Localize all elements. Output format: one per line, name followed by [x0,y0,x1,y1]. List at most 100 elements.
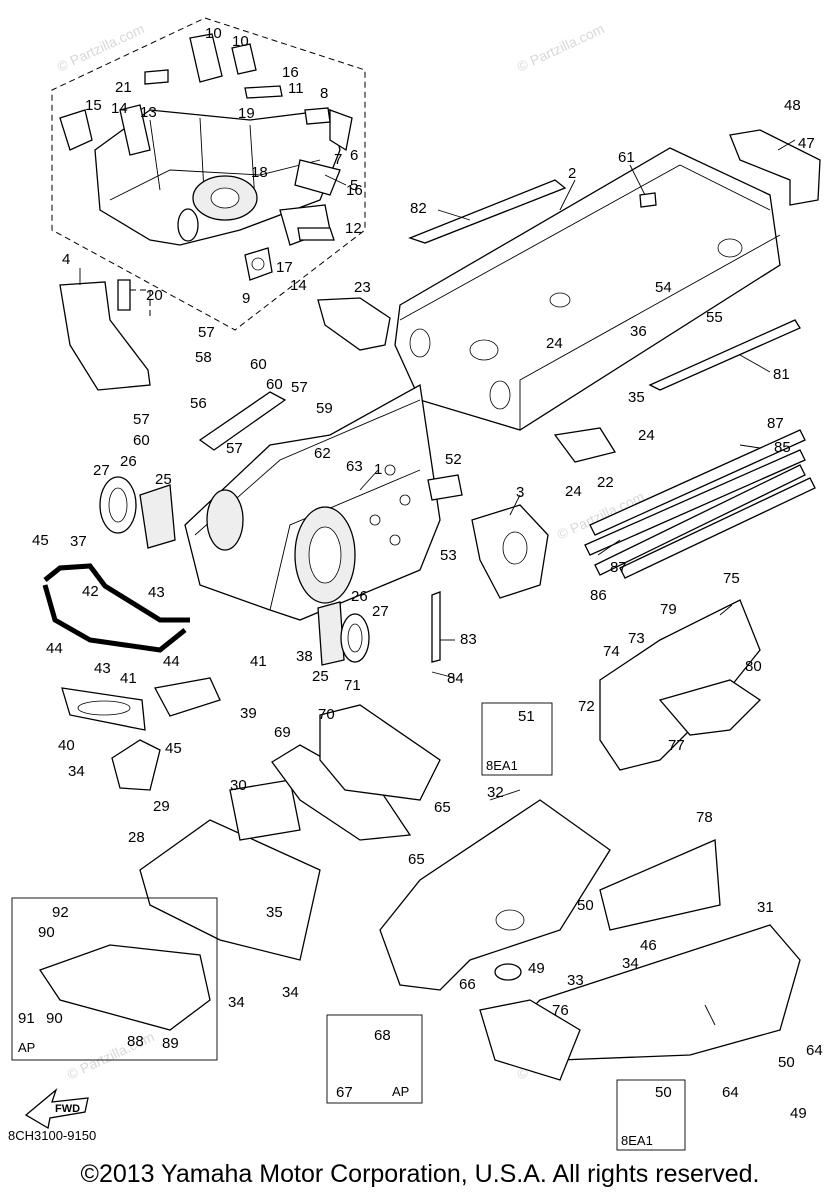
part-number: 44 [163,653,180,670]
part-number: 30 [230,777,247,794]
cowl-77-80 [658,679,762,736]
part-number: 16 [346,182,363,199]
part-number: 50 [655,1084,672,1101]
part-number: 34 [282,984,299,1001]
copyright-footer: ©2013 Yamaha Motor Corporation, U.S.A. A… [80,1160,760,1188]
part-number: 25 [155,471,172,488]
part-number: 35 [266,904,283,921]
part-number: 41 [250,653,267,670]
inset-box-ap-right [326,1014,423,1104]
part-number: 76 [552,1002,569,1019]
brace-56 [198,391,287,451]
part-number: 39 [240,705,257,722]
part-number: 68 [374,1027,391,1044]
part-number: 5 [350,177,358,194]
rod-20 [117,279,131,311]
part-number: 52 [445,451,462,468]
part-number: 49 [790,1105,807,1122]
bracket-29 [111,739,161,791]
part-number: 56 [190,395,207,412]
bracket-23 [317,297,391,351]
part-number: 43 [148,584,165,601]
bumper-37-lower [42,584,187,653]
part-number: 88 [127,1033,144,1050]
part-number: 77 [668,737,685,754]
panel-76 [479,999,581,1081]
part-number: 70 [318,706,335,723]
exploded-parts-diagram: © Partzilla.com © Partzilla.com © Partzi… [11,17,823,1151]
main-frame-1 [184,383,441,621]
part-number: 43 [94,660,111,677]
bracket-4 [59,281,151,391]
part-number: 49 [528,960,545,977]
part-number: 57 [226,440,243,457]
part-number: 87 [610,559,627,576]
box-label-ap: AP [18,1040,35,1055]
panel-88 [38,944,211,1031]
part-number: 64 [722,1084,739,1101]
part-number: 16 [282,64,299,81]
strip-82 [408,179,567,244]
part-number: 48 [784,97,801,114]
drawing-code: 8CH3100-9150 [8,1128,97,1143]
part-number: 21 [115,79,132,96]
part-number: 24 [546,335,563,352]
part-number: 15 [85,97,102,114]
part-number: 79 [660,601,677,618]
part-number: 84 [447,670,464,687]
front-frame-subassembly [59,33,353,281]
part-number: 86 [590,587,607,604]
inset-box-8ea1-bottom [616,1079,686,1151]
tunnel-2 [394,147,781,431]
panel-78 [599,839,721,931]
part-number: 82 [410,200,427,217]
part-number: 87 [767,415,784,432]
part-number: 38 [296,648,313,665]
part-number: 27 [372,603,389,620]
part-number: 69 [274,724,291,741]
part-number: 31 [757,899,774,916]
part-number: 54 [655,279,672,296]
subassembly-5-outline [51,17,366,331]
part-number: 25 [312,668,329,685]
part-number: 57 [133,411,150,428]
box-label-8ea1: 8EA1 [621,1133,653,1148]
part-number: 37 [70,533,87,550]
part-number: 40 [58,737,75,754]
part-number: 73 [628,630,645,647]
bracket-47 [729,129,821,206]
bracket-52 [427,474,463,501]
belly-pan-32 [379,799,611,991]
panel-70 [319,704,441,801]
part-number: 33 [567,972,584,989]
part-number: 3 [516,484,524,501]
part-number: 2 [568,165,576,182]
part-number: 72 [578,698,595,715]
bracket-22 [553,427,617,463]
part-number: 61 [618,149,635,166]
leader-lines [79,139,796,1026]
part-number: 11 [288,80,304,97]
part-number: 1 [374,461,382,478]
part-number: 75 [723,570,740,587]
part-number-labels: 1 2 3 4 5 6 7 8 9 10 10 11 12 13 14 14 1… [18,25,823,1122]
part-number: 92 [52,904,69,921]
part-number: 64 [806,1042,823,1059]
part-number: 20 [146,287,163,304]
part-number: 41 [120,670,137,687]
part-number: 60 [250,356,267,373]
part-number: 9 [242,290,250,307]
part-number: 36 [630,323,647,340]
part-number: 57 [198,324,215,341]
box-label-8ea1: 8EA1 [486,758,518,773]
part-number: 7 [334,151,342,168]
part-number: 74 [603,643,620,660]
part-number: 46 [640,937,657,954]
part-number: 78 [696,809,713,826]
part-number: 50 [577,897,594,914]
part-number: 67 [336,1084,353,1101]
bumper-37 [43,563,190,623]
part-number: 34 [622,955,639,972]
part-number: 83 [460,631,477,648]
